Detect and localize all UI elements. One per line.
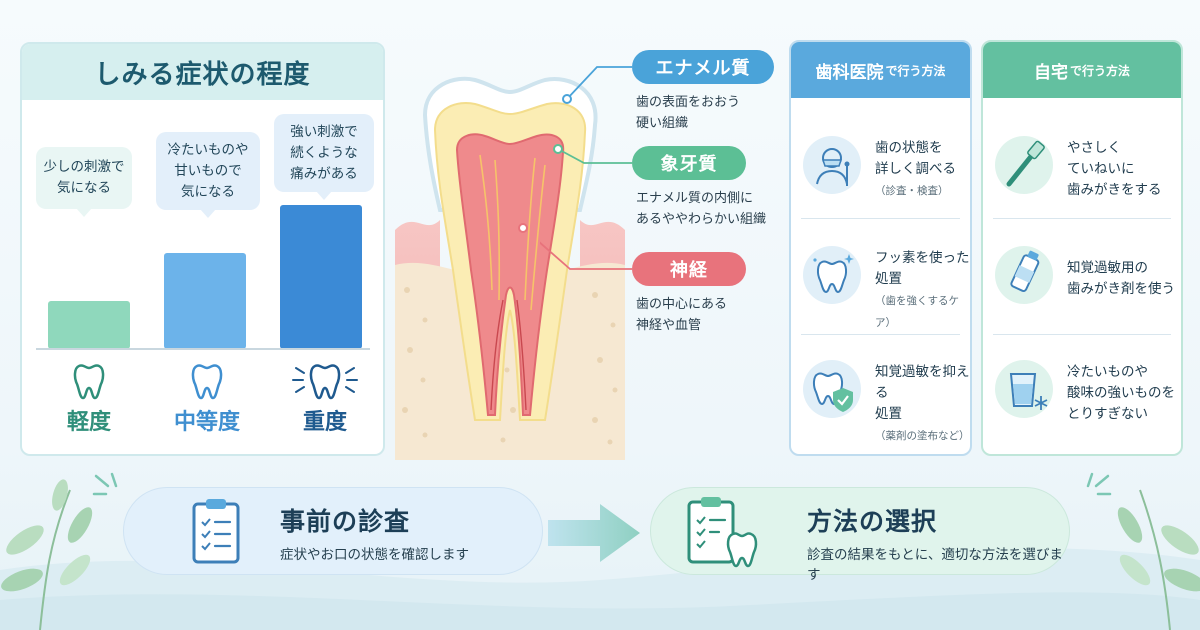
severity-title: しみる症状の程度	[22, 44, 383, 100]
bubble-line: 強い刺激で	[290, 123, 358, 140]
leaf-left-icon	[1, 479, 93, 630]
bubble-line: 気になる	[181, 183, 235, 200]
shield-tooth-icon	[803, 360, 861, 418]
home-item-toothpaste: 知覚過敏用の歯みがき剤を使う	[983, 220, 1181, 338]
tooth-icon	[191, 364, 223, 400]
clinic-item-fluoride: フッ素を使った処置（歯を強くするケア）	[791, 220, 970, 338]
toothbrush-icon	[995, 136, 1053, 194]
clinic-item-exam: 歯の状態を詳しく調べる（診査・検査）	[791, 110, 970, 228]
home-title: 自宅で行う方法	[983, 42, 1181, 98]
bone	[395, 262, 625, 460]
severity-bar	[164, 253, 246, 349]
painful-tooth-icon	[292, 364, 358, 400]
toothpaste-icon	[995, 246, 1053, 304]
nerve-pointer	[518, 223, 528, 233]
step-method-selection: 方法の選択 診査の結果をもとに、適切な方法を選びます	[650, 487, 1070, 583]
bubble-severe: 強い刺激で続くような痛みがある	[274, 114, 374, 200]
home-item-cold-drinks: 冷たいものや酸味の強いものをとりすぎない	[983, 334, 1181, 452]
clinic-item-desensitize: 知覚過敏を抑える処置（薬剤の塗布など）	[791, 334, 970, 452]
clinic-methods-panel: 歯科医院で行う方法 歯の状態を詳しく調べる（診査・検査） フッ素を使った処置（歯…	[789, 40, 972, 456]
leader-lines	[540, 66, 632, 270]
severity-label-mild: 軽度	[66, 410, 111, 435]
home-item-brushing: やさしくていねいに歯みがきをする	[983, 110, 1181, 228]
severity-panel: しみる症状の程度 少しの刺激で気になる 冷たいものや甘いもので気になる 強い刺激…	[20, 42, 385, 456]
severity-label-moderate: 中等度	[173, 410, 240, 435]
bubble-line: 続くような	[290, 144, 358, 161]
sparkle-tooth-icon	[803, 246, 861, 304]
step-desc: 症状やお口の状態を確認します	[280, 547, 469, 563]
desc-nerve: 歯の中心にある神経や血管	[636, 297, 728, 333]
desc-enamel: 歯の表面をおおう硬い組織	[636, 95, 741, 131]
tooth-cross-section	[395, 76, 625, 460]
label-nerve: 神経	[632, 252, 746, 286]
bubble-line: 冷たいものや	[167, 141, 249, 158]
arrow-right-icon	[548, 504, 640, 562]
clinic-title: 歯科医院で行う方法	[791, 42, 970, 98]
bubble-moderate: 冷たいものや甘いもので気になる	[156, 132, 260, 218]
bubble-mild: 少しの刺激で気になる	[36, 147, 132, 217]
severity-label-severe: 重度	[302, 410, 347, 435]
severity-bar-chart	[36, 205, 370, 350]
home-methods-panel: 自宅で行う方法 やさしくていねいに歯みがきをする 知覚過敏用の歯みがき剤を使う …	[981, 40, 1183, 456]
bubble-line: 痛みがある	[290, 165, 358, 182]
step-title: 方法の選択	[807, 507, 938, 536]
step-title: 事前の診査	[280, 507, 411, 536]
clipboard-tooth-icon	[687, 497, 758, 568]
bubble-line: 気になる	[57, 180, 111, 196]
bubble-line: 少しの刺激で	[43, 159, 125, 175]
dentist-icon	[803, 136, 861, 194]
severity-bar	[48, 301, 130, 349]
label-dentin: 象牙質	[632, 146, 746, 180]
label-enamel: エナメル質	[632, 50, 774, 84]
tooth-icon	[73, 364, 105, 400]
severity-bar	[280, 205, 362, 349]
desc-dentin: エナメル質の内側にあるややわらかい組織	[636, 191, 767, 227]
spark-lines-right	[1086, 472, 1112, 496]
step-examination: 事前の診査 症状やお口の状態を確認します	[123, 487, 543, 575]
step-desc: 診査の結果をもとに、適切な方法を選びます	[807, 547, 1063, 583]
pulp	[455, 133, 565, 416]
spark-lines-left	[92, 472, 118, 496]
clipboard-icon	[192, 499, 240, 564]
bubble-line: 甘いもので	[174, 162, 242, 179]
leaf-right-icon	[1117, 489, 1200, 630]
cold-drink-icon	[995, 360, 1053, 418]
